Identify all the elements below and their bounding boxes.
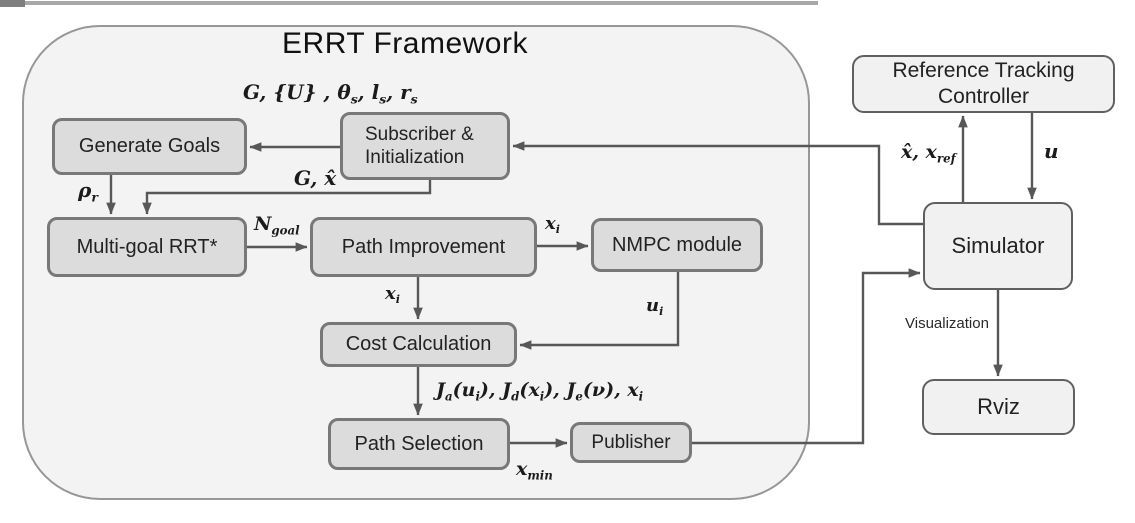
- edge-label-rho-r: ρr: [78, 178, 98, 205]
- node-path-improvement: Path Improvement: [310, 217, 537, 277]
- edge-nmpc-to-cost: [519, 272, 680, 350]
- edge-label-cost-terms: Ja(ui), Jd(xi), Je(ν), xi: [436, 379, 644, 404]
- node-reference-tracking-controller: Reference Tracking Controller: [852, 55, 1115, 113]
- node-subscriber-label-line2: Initialization: [365, 147, 465, 168]
- node-simulator-label: Simulator: [951, 233, 1045, 258]
- framework-title: ERRT Framework: [282, 27, 528, 60]
- node-multi-goal-rrt: Multi-goal RRT*: [47, 217, 247, 277]
- node-publisher: Publisher: [570, 422, 692, 463]
- node-generate-goals: Generate Goals: [52, 118, 247, 175]
- edge-publisher-to-simulator: [692, 268, 921, 445]
- node-path-improvement-label: Path Improvement: [341, 235, 506, 258]
- edge-label-n-goal: Ngoal: [254, 213, 300, 238]
- node-nmpc-module-label: NMPC module: [611, 233, 743, 256]
- node-publisher-label: Publisher: [591, 431, 671, 453]
- node-path-selection: Path Selection: [328, 418, 510, 470]
- node-nmpc-module: NMPC module: [591, 218, 763, 272]
- node-rviz-label: Rviz: [977, 394, 1020, 419]
- node-generate-goals-label: Generate Goals: [78, 135, 221, 157]
- edge-label-visualization: Visualization: [905, 315, 989, 332]
- edge-label-x-min: xmin: [516, 458, 553, 483]
- node-subscriber-initialization: Subscriber & Initialization: [340, 112, 510, 180]
- edge-label-g-xhat: G, x̂: [294, 166, 337, 190]
- edge-label-u-i: ui: [646, 295, 664, 319]
- node-multi-goal-rrt-label: Multi-goal RRT*: [76, 235, 218, 258]
- node-cost-calculation-label: Cost Calculation: [345, 333, 492, 355]
- node-rtc-label-line2: Controller: [937, 85, 1030, 108]
- edge-simulator-to-subscriber: [512, 141, 923, 226]
- node-subscriber-label-line1: Subscriber &: [365, 123, 474, 145]
- node-rtc-label-line1: Reference Tracking: [892, 59, 1075, 83]
- top-border-line: [0, 1, 818, 5]
- node-cost-calculation: Cost Calculation: [320, 322, 517, 367]
- edge-label-goal-inputs: G, {U} , θs, ls, rs: [243, 80, 418, 107]
- node-rviz: Rviz: [922, 379, 1075, 435]
- edge-label-x-i-cost: xi: [385, 283, 400, 307]
- top-border-cap: [0, 0, 25, 7]
- edge-label-x-i-nmpc: xi: [545, 213, 560, 237]
- edge-label-xhat-xref: x̂, xref: [901, 141, 956, 166]
- edge-subscriber-to-rrt: [142, 180, 432, 215]
- node-path-selection-label: Path Selection: [354, 432, 484, 455]
- edge-label-u: u: [1044, 139, 1059, 163]
- node-simulator: Simulator: [923, 202, 1073, 290]
